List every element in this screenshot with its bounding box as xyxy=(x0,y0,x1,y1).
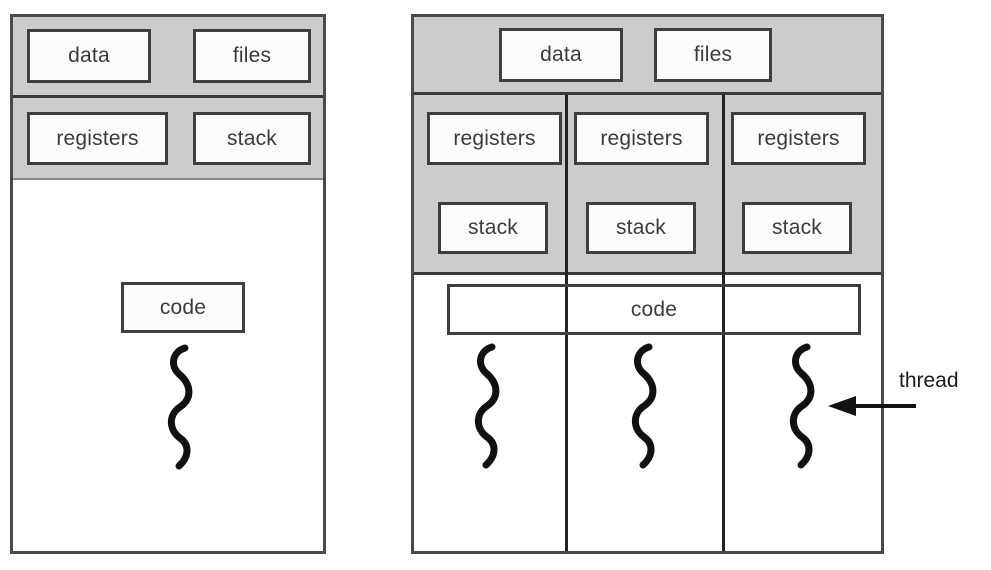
column-divider-1 xyxy=(565,95,568,551)
thread-squiggle-icon xyxy=(466,343,514,471)
band-divider-2 xyxy=(414,272,881,275)
thread-squiggle-icon xyxy=(623,343,671,471)
cell-files: files xyxy=(193,29,311,83)
band-divider-1 xyxy=(414,92,881,95)
cell-stack-1: stack xyxy=(438,202,548,254)
single-threaded-process-diagram: data files registers stack code xyxy=(10,14,326,554)
cell-stack-3: stack xyxy=(742,202,852,254)
cell-registers-1: registers xyxy=(427,112,562,165)
cell-files: files xyxy=(654,28,772,82)
cell-registers-2: registers xyxy=(574,112,709,165)
cell-data: data xyxy=(499,28,623,82)
cell-data: data xyxy=(27,29,151,83)
cell-code: code xyxy=(121,282,245,333)
cell-code-label: code xyxy=(630,297,678,321)
thread-callout-arrow-icon xyxy=(826,393,918,419)
cell-registers-3: registers xyxy=(731,112,866,165)
cell-registers: registers xyxy=(27,112,168,165)
column-divider-2 xyxy=(722,95,725,551)
thread-callout-label: thread xyxy=(899,369,959,392)
thread-squiggle-icon xyxy=(781,343,829,471)
band-divider-2 xyxy=(13,178,323,180)
thread-squiggle-icon xyxy=(159,344,207,472)
multithreaded-process-diagram: data files registers stack registers sta… xyxy=(411,14,884,554)
cell-stack: stack xyxy=(193,112,311,165)
shared-resources-band xyxy=(414,17,881,92)
cell-code xyxy=(447,284,861,335)
cell-stack-2: stack xyxy=(586,202,696,254)
band-divider-1 xyxy=(13,95,323,98)
